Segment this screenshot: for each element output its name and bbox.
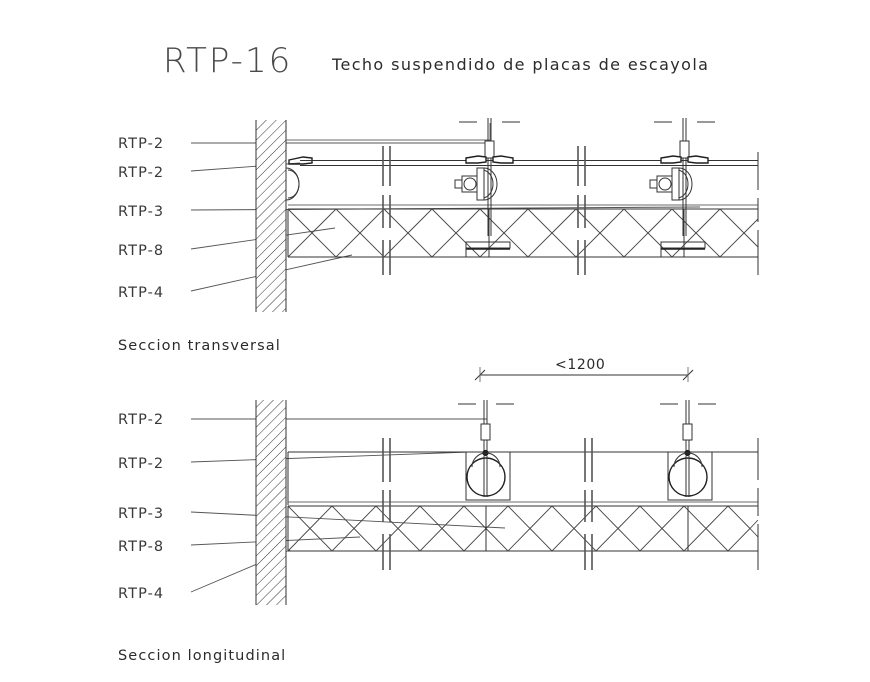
wall-longitudinal [255, 400, 287, 605]
break-line-transversal-1 [382, 146, 391, 275]
label-rtp-2-b: RTP-2 [118, 165, 164, 181]
caption-seccion-longitudinal: Seccion longitudinal [118, 648, 286, 664]
label-long-rtp-3: RTP-3 [118, 506, 164, 522]
drawing-code: RTP-16 [163, 41, 292, 81]
hanger-assembly-1 [454, 118, 520, 257]
section-transversal: RTP-2 RTP-2 RTP-3 RTP-8 RTP-4 [118, 118, 759, 354]
label-rtp-3: RTP-3 [118, 204, 164, 220]
break-line-transversal-2 [577, 146, 586, 275]
label-long-rtp-8: RTP-8 [118, 539, 164, 555]
ceiling-panel-band-transversal [287, 204, 759, 258]
label-long-rtp-4: RTP-4 [118, 586, 164, 602]
break-line-longitudinal-1 [382, 438, 391, 570]
dimension-value: <1200 [555, 357, 605, 373]
hanger-clamp-longitudinal-1 [458, 400, 514, 501]
leader-lines-longitudinal [190, 402, 506, 593]
wall-bracket-transversal [285, 156, 313, 201]
dimension-1200: <1200 [474, 357, 694, 382]
break-line-longitudinal-2 [584, 438, 593, 570]
label-rtp-8: RTP-8 [118, 243, 164, 259]
hanger-assembly-2 [649, 118, 715, 257]
ceiling-panel-band-longitudinal [287, 505, 759, 552]
label-long-rtp-2-a: RTP-2 [118, 412, 164, 428]
section-longitudinal: RTP-2 RTP-2 RTP-3 RTP-8 RTP-4 [118, 400, 759, 664]
label-rtp-2-a: RTP-2 [118, 136, 164, 152]
wall-transversal [255, 120, 287, 312]
label-long-rtp-2-b: RTP-2 [118, 456, 164, 472]
drawing-title: Techo suspendido de placas de escayola [331, 55, 709, 74]
label-rtp-4: RTP-4 [118, 285, 164, 301]
hanger-clamp-longitudinal-2 [660, 400, 716, 501]
caption-seccion-transversal: Seccion transversal [118, 338, 281, 354]
